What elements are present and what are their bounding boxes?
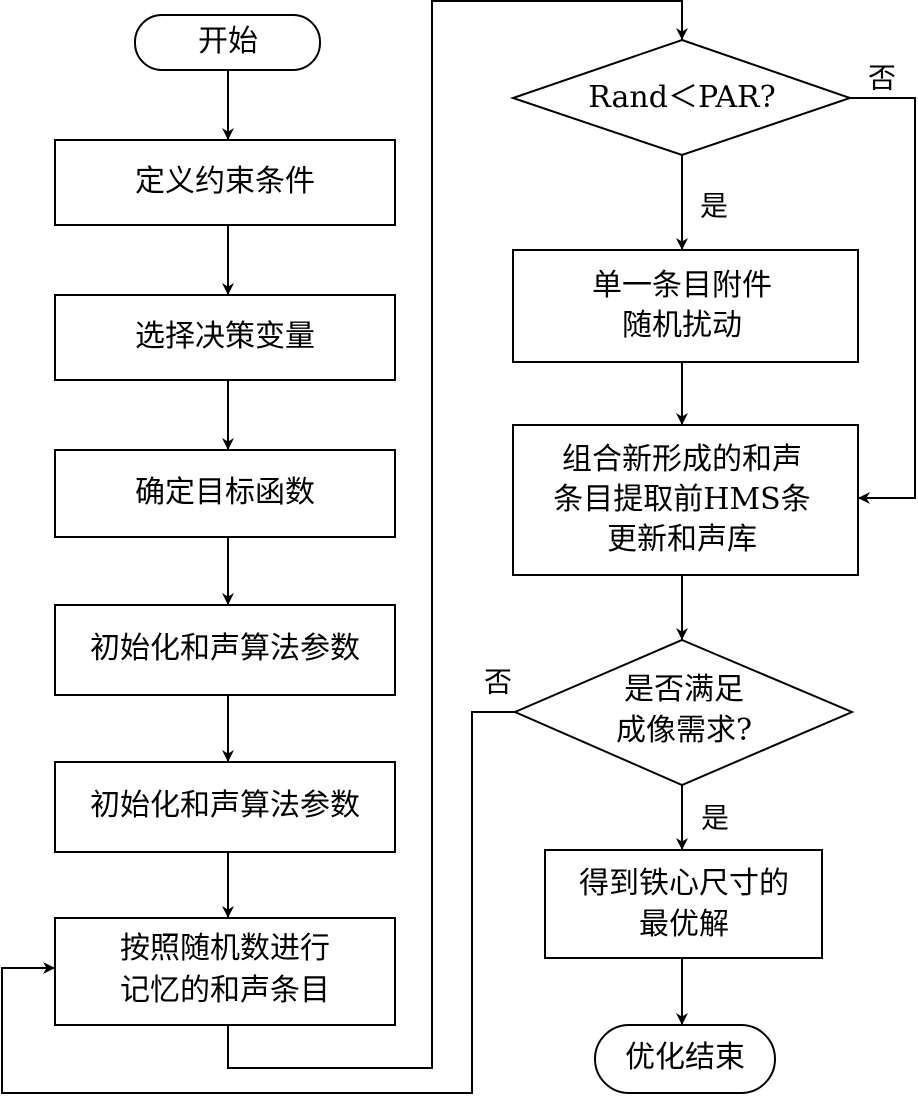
end-terminal: 优化结束 bbox=[594, 1024, 776, 1094]
par-no-label: 否 bbox=[868, 62, 896, 95]
init-params-label-1: 初始化和声算法参数 bbox=[90, 631, 360, 666]
combine-label-line3: 更新和声库 bbox=[607, 522, 757, 557]
par-yes-label: 是 bbox=[700, 190, 728, 223]
define-constraints-box: 定义约束条件 bbox=[54, 139, 396, 226]
meet-decision-label-line2: 成像需求? bbox=[616, 713, 752, 748]
par-decision: Rand＜PAR? bbox=[509, 38, 854, 157]
combine-label-line2: 条目提取前HMS条 bbox=[553, 482, 810, 517]
init-params-box-1: 初始化和声算法参数 bbox=[54, 604, 396, 696]
objective-box: 确定目标函数 bbox=[54, 449, 396, 538]
optimal-label-line2: 最优解 bbox=[639, 907, 729, 942]
combine-box: 组合新形成的和声 条目提取前HMS条 更新和声库 bbox=[512, 424, 859, 576]
arrow-memory-to-par bbox=[227, 0, 688, 1069]
start-terminal: 开始 bbox=[134, 14, 321, 71]
perturb-box: 单一条目附件 随机扰动 bbox=[512, 249, 859, 363]
arrow-par-no bbox=[850, 97, 916, 504]
arrow-meet-no bbox=[1, 711, 515, 1094]
select-variables-box: 选择决策变量 bbox=[54, 294, 396, 381]
optimal-box: 得到铁心尺寸的 最优解 bbox=[544, 849, 823, 959]
par-decision-label: Rand＜PAR? bbox=[588, 80, 775, 115]
random-memory-label-line2: 记忆的和声条目 bbox=[120, 973, 330, 1008]
select-variables-label: 选择决策变量 bbox=[135, 319, 315, 354]
optimal-label-line1: 得到铁心尺寸的 bbox=[579, 866, 789, 901]
init-params-label-2: 初始化和声算法参数 bbox=[90, 788, 360, 823]
objective-label: 确定目标函数 bbox=[135, 475, 315, 510]
perturb-label-line1: 单一条目附件 bbox=[592, 268, 772, 303]
define-constraints-label: 定义约束条件 bbox=[135, 164, 315, 199]
random-memory-label-line1: 按照随机数进行 bbox=[120, 931, 330, 966]
meet-decision-label-line1: 是否满足 bbox=[624, 672, 744, 707]
end-label: 优化结束 bbox=[625, 1040, 745, 1075]
random-memory-box: 按照随机数进行 记忆的和声条目 bbox=[54, 917, 396, 1026]
meet-yes-label: 是 bbox=[701, 802, 729, 835]
combine-label-line1: 组合新形成的和声 bbox=[562, 442, 802, 477]
meet-decision: 是否满足 成像需求? bbox=[512, 638, 855, 787]
start-label: 开始 bbox=[198, 24, 258, 59]
init-params-box-2: 初始化和声算法参数 bbox=[54, 761, 396, 853]
meet-no-label: 否 bbox=[484, 666, 512, 699]
perturb-label-line2: 随机扰动 bbox=[622, 308, 742, 343]
